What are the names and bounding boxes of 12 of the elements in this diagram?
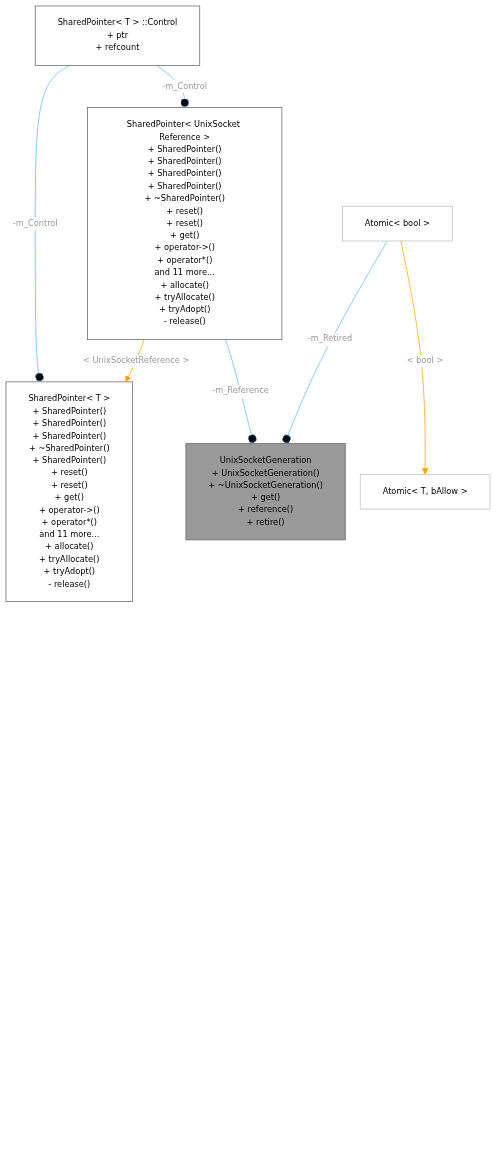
node-box: SharedPointer< T > ::Control + ptr + refcount <box>34 5 201 66</box>
node-box: UnixSocketGeneration + UnixSocketGeneration() + ~UnixSocketGeneration() + get() + reference() + retire() <box>185 443 346 541</box>
node-box: SharedPointer< UnixSocket Reference > + SharedPointer() + SharedPointer() + SharedPointer() + SharedPointer() + ~SharedPointer() + reset() + reset() + get() + operator->() + operator*() and 11 more... + allocate() + tryAllocate() + tryAdopt() - release() <box>87 107 283 340</box>
edge-label: -m_Retired <box>307 333 353 344</box>
edge-label: -m_Control <box>162 81 208 91</box>
edge-label: < UnixSocketReference > <box>83 355 190 366</box>
node-box: SharedPointer< T > + SharedPointer() + SharedPointer() + SharedPointer() + ~SharedPointer() + SharedPointer() + reset() + reset() + get() + operator->() + operator*() and 11 more... + allocate() + tryAllocate() + tryAdopt() - release() <box>5 381 133 602</box>
edge-label: -m_Reference <box>212 385 269 396</box>
node-box: Atomic< bool > <box>342 205 453 242</box>
edge-label: -m_Control <box>12 218 58 228</box>
edge-label: < bool > <box>406 355 444 366</box>
node-box: Atomic< T, bAllow > <box>359 473 491 510</box>
